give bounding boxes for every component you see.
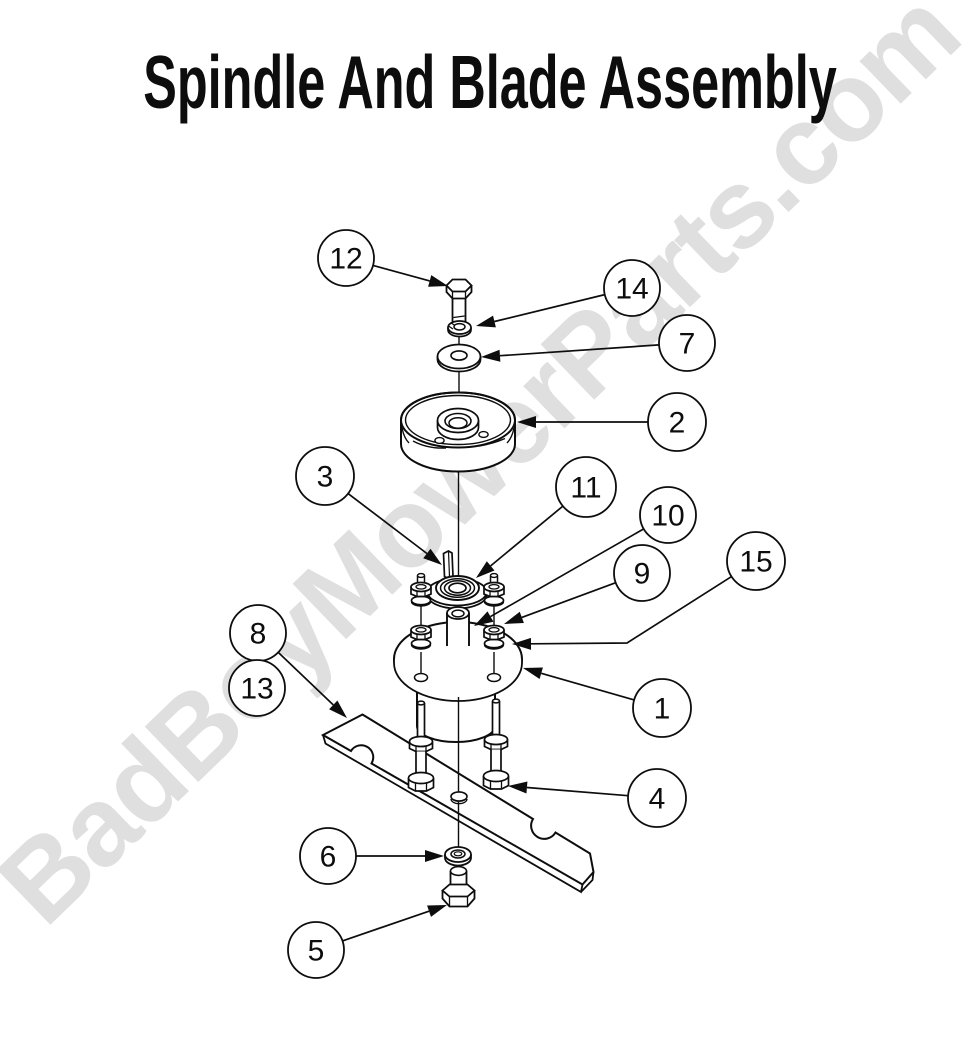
arrowhead-2 [517, 416, 536, 428]
arrowhead-9 [504, 611, 524, 624]
leader-line-12 [372, 264, 430, 282]
callout-balloon-4 [627, 768, 687, 828]
arrowhead-6 [425, 850, 444, 862]
callout-number-6: 6 [320, 841, 337, 874]
leader-line-9 [521, 581, 617, 619]
callout-balloon-15 [726, 531, 786, 591]
page-title: Spindle And Blade Assembly [143, 40, 837, 125]
pulley [400, 391, 516, 473]
callout-balloon-7 [658, 314, 716, 372]
leader-line-7 [499, 344, 660, 357]
arrowhead-14 [476, 315, 496, 328]
callout-balloon-13 [228, 659, 286, 717]
arrowhead-10 [474, 611, 494, 626]
lock-washer [447, 320, 472, 338]
spindle-shaft [446, 606, 470, 646]
callout-number-1: 1 [654, 693, 671, 726]
leader-line-4 [526, 786, 629, 797]
callout-number-14: 14 [615, 273, 648, 306]
bearing [426, 575, 488, 610]
arrowhead-3 [423, 548, 442, 565]
square-key [442, 550, 454, 580]
callout-balloon-14 [603, 259, 661, 317]
leader-line-11 [490, 505, 564, 567]
callout-number-10: 10 [651, 500, 684, 533]
callout-balloon-11 [555, 456, 617, 518]
callout-balloon-6 [299, 827, 357, 885]
leader-line-15 [530, 575, 732, 645]
arrowhead-12 [428, 275, 448, 287]
callout-number-13: 13 [240, 673, 273, 706]
callout-number-15: 15 [739, 546, 772, 579]
housing-studs-and-nuts [410, 572, 505, 673]
flat-washer [436, 343, 482, 373]
callout-balloon-2 [647, 392, 707, 452]
callout-number-4: 4 [649, 783, 666, 816]
callout-number-9: 9 [634, 558, 651, 591]
arrowhead-4 [508, 781, 528, 794]
callout-number-11: 11 [570, 472, 601, 505]
callout-balloon-12 [317, 229, 375, 287]
callout-balloon-1 [632, 678, 692, 738]
leader-line-14 [494, 293, 605, 323]
callout-number-3: 3 [317, 461, 334, 494]
callout-balloon-5 [287, 921, 345, 979]
arrowhead-15 [512, 637, 532, 650]
arrowhead-5 [427, 905, 447, 917]
callout-number-7: 7 [679, 328, 696, 361]
arrowhead-11 [476, 561, 495, 578]
blade-washer [444, 846, 472, 867]
arrowhead-1 [523, 667, 543, 680]
callout-balloon-3 [295, 446, 355, 506]
callout-number-8: 8 [250, 618, 267, 651]
leader-line-1 [541, 672, 635, 701]
arrowhead-8 [329, 700, 347, 718]
callout-balloon-9 [613, 544, 671, 602]
arrowhead-7 [481, 349, 501, 362]
leader-line-8 [277, 651, 334, 706]
callout-number-5: 5 [308, 935, 325, 968]
callout-number-12: 12 [329, 243, 362, 276]
blade-bolt [441, 865, 476, 908]
callout-balloon-10 [639, 486, 697, 544]
leader-line-10 [490, 528, 645, 618]
callout-number-2: 2 [669, 407, 686, 440]
leader-line-5 [342, 910, 430, 942]
leader-line-3 [347, 492, 428, 555]
